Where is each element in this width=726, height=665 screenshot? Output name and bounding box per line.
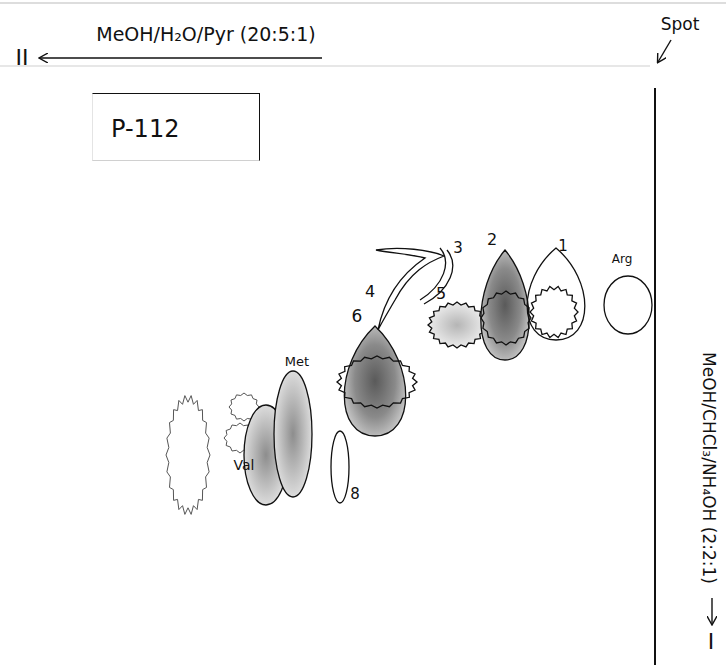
spot-outline — [166, 396, 210, 515]
plate-illustration — [0, 3, 726, 665]
leader-arrow — [658, 40, 671, 62]
spot-callout: Met — [285, 355, 309, 369]
spot-6 — [344, 326, 405, 436]
spot-callout: 5 — [436, 285, 446, 303]
spot-arg — [604, 276, 652, 334]
solvent-label: MeOH/CHCl₃/NH₄OH (2:2:1) — [700, 352, 719, 584]
spot-8 — [331, 431, 349, 503]
spot-callout: 1 — [558, 238, 568, 255]
direction-arrow — [40, 57, 322, 58]
sample-box: P-112 — [92, 93, 260, 161]
spot-5 — [428, 302, 486, 348]
spot-callout: Arg — [612, 253, 633, 266]
sample-code: P-112 — [111, 116, 245, 142]
spot-outline — [530, 286, 578, 337]
spot-callout: 4 — [365, 283, 375, 301]
direction-number: I — [708, 630, 715, 654]
spot-3 — [424, 250, 453, 304]
direction-arrow — [711, 598, 712, 624]
spot-1 — [527, 248, 585, 340]
spot-outline — [337, 356, 417, 408]
spot-callout: 6 — [352, 307, 363, 326]
spot-callout: 3 — [453, 240, 463, 257]
direction-number: II — [16, 46, 29, 70]
spot-met — [274, 371, 312, 497]
solvent-label: MeOH/H₂O/Pyr (20:5:1) — [96, 24, 316, 45]
sheet-edge — [0, 66, 650, 67]
origin-line — [654, 88, 656, 665]
spot-outline — [481, 291, 531, 345]
spot-callout: 8 — [350, 486, 360, 503]
spot-callout: 2 — [487, 231, 497, 249]
sheet-edge — [0, 3, 726, 4]
spot-callout: Val — [234, 458, 255, 473]
spot-callout: Spot — [661, 15, 700, 34]
